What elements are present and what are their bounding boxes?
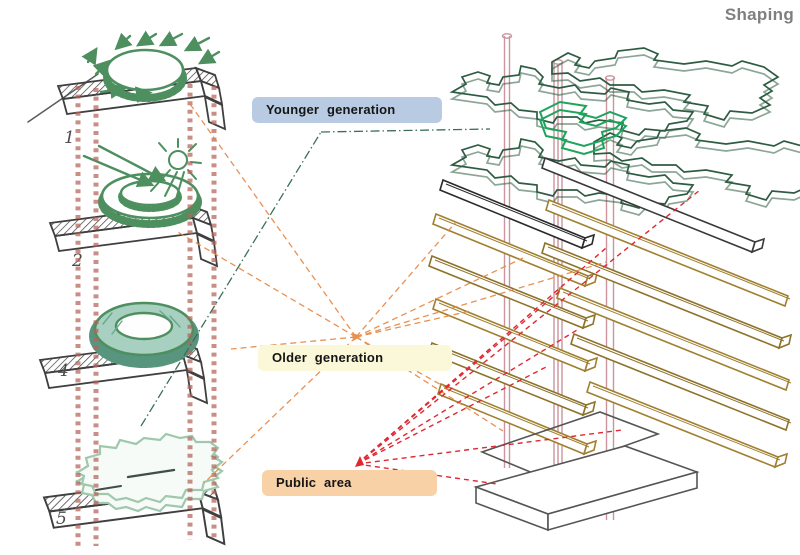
sketch-number-4: 4 xyxy=(57,361,69,381)
concept-sketch: 1 xyxy=(27,30,226,546)
plate-upper-right xyxy=(551,47,780,128)
base-slab xyxy=(473,445,700,532)
connector-older xyxy=(175,103,607,484)
tan-bar xyxy=(432,212,599,288)
tan-bar xyxy=(437,382,598,456)
tan-bar xyxy=(432,297,599,373)
page-title: Shaping xyxy=(724,5,794,24)
tan-bar xyxy=(586,380,789,469)
exploded-axon xyxy=(428,33,800,532)
sketch-dotted-columns xyxy=(75,84,217,546)
sketch-number-1: 1 xyxy=(64,128,75,148)
white-bar xyxy=(541,156,766,254)
black-bar xyxy=(439,178,596,250)
tan-bar xyxy=(541,241,793,350)
sketch-level-3-solid-ring: 4 xyxy=(39,301,208,404)
label-younger-generation: Younger generation xyxy=(252,97,442,123)
sketch-level-1-wind-disc: 1 xyxy=(27,30,226,148)
axon-green-plates xyxy=(449,47,800,216)
older-hub-arrow-icon xyxy=(352,333,362,341)
sketch-number-5: 5 xyxy=(56,509,67,529)
wind-arrows-icon xyxy=(81,30,221,104)
tan-bar xyxy=(570,332,792,432)
label-public-area: Public area xyxy=(262,470,437,496)
axon-base xyxy=(473,411,700,532)
sketch-level-4-jagged-plate: 5 xyxy=(43,432,226,545)
tan-bar xyxy=(556,286,792,392)
connector-public xyxy=(355,189,701,485)
label-older-generation: Older generation xyxy=(258,345,452,371)
connector-younger xyxy=(140,128,491,427)
tan-bar xyxy=(545,198,791,308)
axon-beam-bars xyxy=(428,156,793,469)
sun-icon xyxy=(150,138,202,200)
public-hub-arrow-icon xyxy=(355,456,364,467)
ring-hatch xyxy=(102,310,181,335)
plate-highlight-green xyxy=(538,100,628,156)
flat-plate-outline xyxy=(479,411,661,477)
